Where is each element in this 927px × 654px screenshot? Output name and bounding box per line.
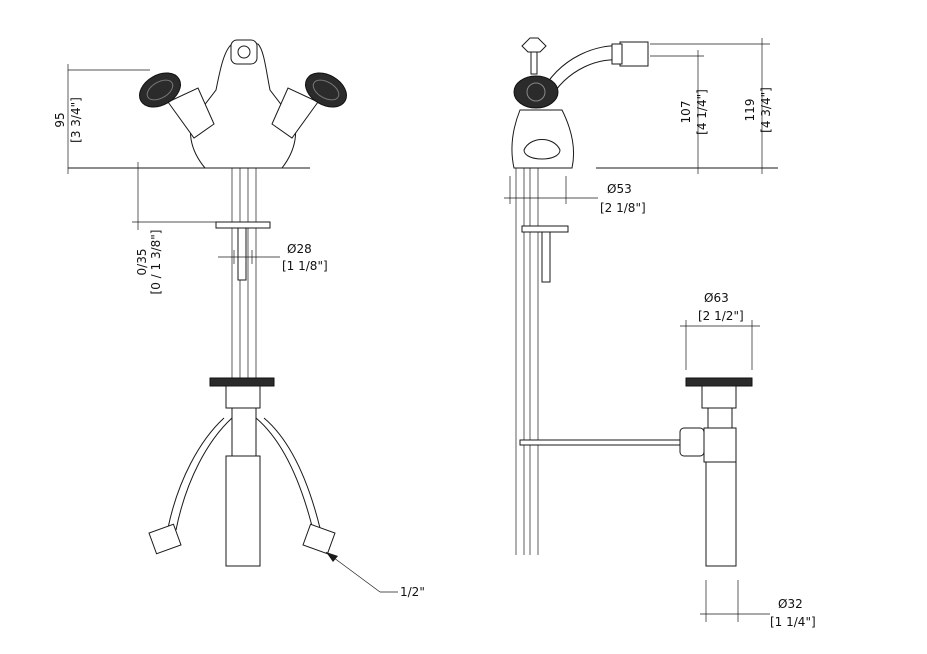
spout-hex-nut [237, 45, 251, 59]
left-handle-arm [167, 87, 215, 139]
dim-deck-mm: 0/35 [135, 249, 149, 276]
left-flex-hose [167, 417, 225, 529]
faucet-body-side-inner [523, 139, 561, 160]
left-handle-knob-inner [146, 79, 174, 101]
drain-collar [701, 385, 737, 409]
dim-28-mm: Ø28 [287, 242, 312, 256]
spout-aerator [611, 43, 623, 65]
dim-119-mm: 119 [743, 99, 757, 122]
drain-flange [685, 377, 753, 387]
dim-deck-in: [0 / 1 3/8"] [149, 230, 163, 295]
right-flex-hose-2 [263, 417, 321, 529]
dim-107-mm: 107 [679, 101, 693, 124]
connection-arrowhead [326, 552, 338, 562]
front-view: 95 [3 3/4"] 0/35 [0 / 1 3/8"] Ø28 [1 1/8… [53, 39, 425, 599]
mounting-plate-side [521, 225, 569, 233]
drain-tee [703, 427, 737, 463]
drain-tail-front [225, 455, 261, 567]
dim-107-in: [4 1/4"] [695, 89, 709, 135]
faucet-body-side [511, 109, 575, 169]
dim-53-mm: Ø53 [607, 182, 632, 196]
drain-tail [705, 461, 737, 567]
drain-collar-front [225, 385, 261, 409]
drain-view: Ø63 [2 1/2"] Ø32 [1 1/4"] [679, 291, 816, 629]
drain-flange-front [209, 377, 275, 387]
dim-95-in: [3 3/4"] [69, 97, 83, 143]
mounting-plate-front [215, 221, 271, 229]
dim-28-in: [1 1/8"] [282, 259, 328, 273]
mounting-rod-front [237, 227, 247, 281]
dim-95-mm: 95 [53, 112, 67, 127]
drain-body-front [231, 407, 257, 461]
dim-119-in: [4 3/4"] [759, 87, 773, 133]
dim-32-mm: Ø32 [778, 597, 803, 611]
right-handle-arm [271, 87, 319, 139]
side-handle-rosette [526, 82, 546, 102]
mounting-rod-side [541, 231, 551, 283]
popup-pivot [679, 427, 705, 457]
left-hose-nut [148, 523, 182, 555]
dim-53-in: [2 1/8"] [600, 201, 646, 215]
spout-arc-inner [547, 59, 621, 103]
drain-neck [707, 407, 733, 431]
left-flex-hose-2 [175, 417, 233, 531]
right-handle-knob-inner [312, 79, 340, 101]
connection-label: 1/2" [400, 585, 425, 599]
dim-32-in: [1 1/4"] [770, 615, 816, 629]
top-finial [521, 37, 547, 53]
side-handle-knob [513, 75, 559, 109]
side-view: 107 [4 1/4"] 119 [4 3/4"] Ø53 [2 1/8"] [504, 37, 778, 555]
popup-rod [519, 439, 683, 446]
spout-top [230, 39, 258, 65]
spout-outlet [619, 41, 649, 67]
top-finial-stem [530, 51, 538, 75]
dim-63-mm: Ø63 [704, 291, 729, 305]
dim-63-in: [2 1/2"] [698, 309, 744, 323]
right-flex-hose [255, 417, 313, 527]
right-hose-nut [302, 523, 336, 555]
